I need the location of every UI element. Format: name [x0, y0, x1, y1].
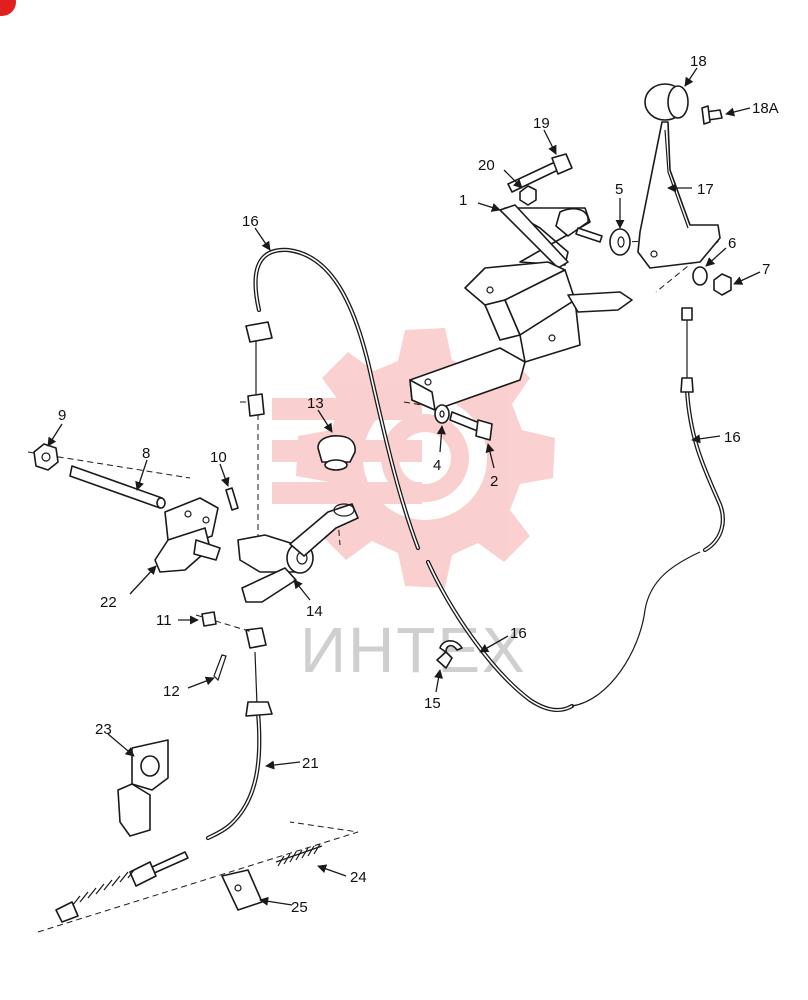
part-7-nut — [713, 273, 732, 296]
part-13-cap — [317, 435, 356, 471]
callout-23: 23 — [95, 721, 112, 738]
callout-16-lower: 16 — [510, 625, 527, 642]
callout-22: 22 — [100, 594, 117, 611]
part-24-spring — [275, 843, 323, 867]
part-25-plate — [221, 869, 263, 911]
part-5-washer — [609, 228, 631, 256]
part-22-bracket — [154, 497, 221, 573]
callout-24: 24 — [350, 869, 367, 886]
callout-10: 10 — [210, 449, 227, 466]
callout-8: 8 — [142, 445, 150, 462]
callout-9: 9 — [58, 407, 66, 424]
part-19-bolt — [507, 153, 573, 193]
part-stud — [575, 227, 603, 243]
callout-1: 1 — [459, 192, 467, 209]
spring-assembly — [55, 851, 189, 923]
alignment-line-lower — [37, 821, 359, 933]
part-14-lever — [237, 503, 359, 603]
callout-7: 7 — [762, 261, 770, 278]
callout-16-upper: 16 — [242, 213, 259, 230]
part-23-plate — [117, 739, 169, 837]
callout-12: 12 — [163, 683, 180, 700]
callout-4: 4 — [433, 457, 441, 474]
corner-badge-icon — [0, 0, 16, 16]
watermark-gear-icon — [272, 328, 555, 588]
watermark-text: ИНТЕХ — [300, 614, 527, 686]
callout-13: 13 — [307, 395, 324, 412]
callout-5: 5 — [615, 181, 623, 198]
part-12-clip — [213, 654, 227, 682]
alignment-line-pin — [27, 451, 191, 479]
part-1-bracket — [409, 204, 633, 411]
callout-25: 25 — [291, 899, 308, 916]
part-20-nut — [519, 185, 537, 206]
part-8-pin — [69, 465, 166, 509]
leader-lines — [47, 67, 761, 906]
clevis-upper — [245, 321, 273, 417]
part-18a-screw — [701, 105, 723, 125]
part-2-bolt — [449, 411, 493, 441]
part-18-knob — [644, 83, 689, 121]
cable-16-upper — [253, 247, 701, 713]
callout-18a: 18A — [752, 100, 779, 117]
cable-21 — [205, 627, 273, 841]
callout-16-right: 16 — [724, 429, 741, 446]
part-15-clip — [436, 640, 463, 669]
part-17-lever — [637, 121, 721, 269]
part-11-pin — [201, 611, 217, 627]
callout-6: 6 — [728, 235, 736, 252]
callout-20: 20 — [478, 157, 495, 174]
callout-11: 11 — [156, 612, 172, 629]
callout-15: 15 — [424, 695, 441, 712]
part-4-washer — [434, 404, 450, 424]
callout-21: 21 — [302, 755, 319, 772]
part-9-nut — [33, 443, 59, 471]
part-6-washer — [692, 266, 708, 286]
part-10-spring-pin — [225, 487, 239, 511]
cable-16-right — [680, 307, 725, 553]
callout-18: 18 — [690, 53, 707, 70]
callout-17: 17 — [697, 181, 714, 198]
callout-19: 19 — [533, 115, 550, 132]
callout-14: 14 — [306, 603, 323, 620]
alignment-line-17 — [611, 239, 722, 293]
callout-2: 2 — [490, 473, 498, 490]
alignment-line-upper — [240, 401, 259, 548]
